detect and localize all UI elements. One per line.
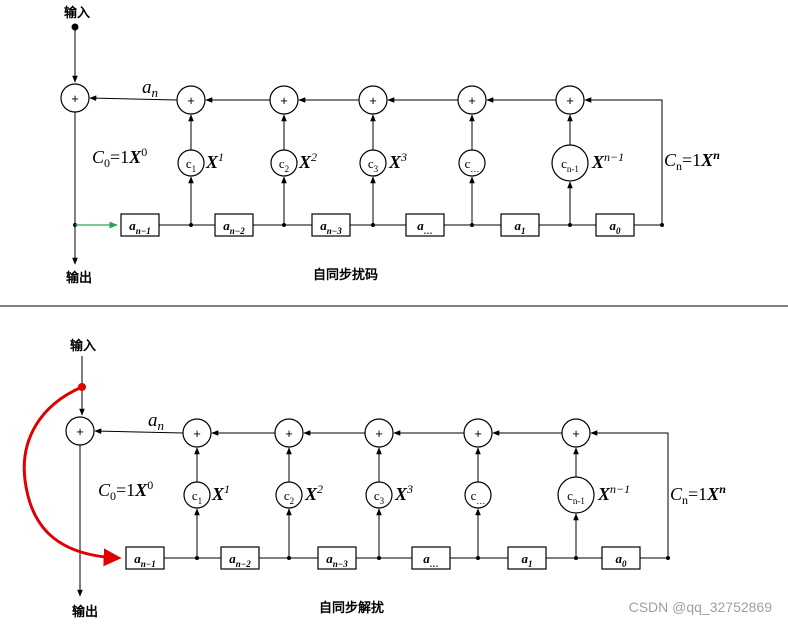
- coefficient-node: [551, 144, 589, 182]
- xor-adder-symbol: +: [187, 93, 195, 108]
- power-label: Xn−1: [591, 150, 624, 172]
- register-label: a0: [610, 218, 622, 236]
- xor-adder-symbol: +: [468, 93, 476, 108]
- register-label: a1: [515, 218, 526, 236]
- coefficient-node: [557, 476, 595, 514]
- scrambler-feedback-var: an: [142, 77, 158, 100]
- coefficient-label: c2: [279, 156, 289, 174]
- coefficient-label: c1: [186, 156, 196, 174]
- power-label: X2: [298, 150, 317, 172]
- xor-adder-symbol: +: [474, 426, 482, 441]
- descrambler-main-adder-symbol: +: [76, 424, 84, 439]
- descrambler-dynamic: + + + + + c1 c2 c3 c… cn-1 X1 X2 X3 Xn−1 an−1 an−2 an−3 a…: [94, 418, 670, 570]
- xor-adder: [274, 418, 304, 448]
- scrambler-cn-term: Cn=1Xn: [664, 148, 720, 173]
- xor-adder: [176, 85, 206, 115]
- descrambler-red-path: [22, 385, 122, 567]
- xor-adder: [457, 85, 487, 115]
- coefficient-label: c3: [368, 156, 379, 174]
- coefficient-label: c1: [192, 488, 202, 506]
- xor-adder: [561, 418, 591, 448]
- coefficient-label: c3: [374, 488, 385, 506]
- scrambler-diagram: 输入 + 输出 an C0=1X0 Cn=1Xn 自同步扰码 + + + + + c1 c2…: [60, 5, 720, 285]
- feedback-to-main-adder: [89, 95, 178, 101]
- descrambler-c0-term: C0=1X0: [98, 478, 153, 503]
- descrambler-caption: 自同步解扰: [319, 600, 384, 615]
- power-label: X1: [211, 482, 230, 504]
- cn-feedback-line: [590, 430, 669, 559]
- register-label: an−2: [223, 218, 245, 236]
- junction-dot: [660, 223, 664, 227]
- coefficient-label: c…: [465, 156, 480, 174]
- xor-adder-symbol: +: [375, 426, 383, 441]
- power-label: X3: [388, 150, 407, 172]
- scrambler-caption: 自同步扰码: [313, 267, 378, 282]
- xor-adder-symbol: +: [572, 426, 580, 441]
- register-label: an−3: [326, 551, 348, 569]
- coefficient-label: c2: [284, 488, 294, 506]
- xor-adder: [364, 418, 394, 448]
- shift-register: [595, 213, 635, 237]
- register-label: a0: [616, 551, 628, 569]
- scrambler-c0-term: C0=1X0: [92, 145, 147, 170]
- scrambler-main-adder-symbol: +: [71, 91, 79, 106]
- scrambler-input-label: 输入: [64, 5, 90, 20]
- xor-adder: [358, 85, 388, 115]
- xor-adder: [269, 85, 299, 115]
- power-label: X1: [205, 150, 224, 172]
- descrambler-output-label: 输出: [72, 604, 98, 619]
- xor-adder-symbol: +: [566, 93, 574, 108]
- register-label: a…: [417, 218, 433, 236]
- register-label: an−1: [129, 218, 150, 236]
- coefficient-label: cn-1: [561, 156, 579, 174]
- power-label: Xn−1: [597, 482, 630, 504]
- register-label: an−1: [134, 551, 155, 569]
- feedback-to-main-adder: [94, 428, 184, 434]
- xor-adder: [463, 418, 493, 448]
- xor-adder: [555, 85, 585, 115]
- xor-adder-symbol: +: [193, 426, 201, 441]
- xor-adder-symbol: +: [369, 93, 377, 108]
- shift-register: [601, 546, 641, 570]
- watermark: CSDN @qq_32752869: [629, 599, 773, 615]
- junction-dot: [666, 556, 670, 560]
- register-label: a…: [423, 551, 439, 569]
- register-label: an−3: [320, 218, 342, 236]
- scrambler-output-label: 输出: [66, 270, 92, 285]
- register-label: an−2: [229, 551, 251, 569]
- xor-adder: [182, 418, 212, 448]
- register-label: a1: [522, 551, 533, 569]
- xor-adder-symbol: +: [285, 426, 293, 441]
- descrambler-cn-term: Cn=1Xn: [670, 482, 726, 507]
- xor-adder-symbol: +: [280, 93, 288, 108]
- power-label: X2: [304, 482, 323, 504]
- power-label: X3: [394, 482, 413, 504]
- coefficient-label: c…: [471, 488, 486, 506]
- scrambler-dynamic: + + + + + c1 c2 c3 c… cn-1 X1 X2 X3 Xn−1 an−1 an−2 an−3 a…: [89, 85, 664, 237]
- coefficient-label: cn-1: [567, 488, 585, 506]
- descrambler-feedback-var: an: [148, 410, 164, 433]
- cn-feedback-line: [584, 97, 663, 226]
- descrambler-input-label: 输入: [70, 338, 96, 353]
- descrambler-diagram: 输入 + 输出 an C0=1X0 Cn=1Xn 自同步解扰 + + + + + c1 c2…: [22, 338, 726, 619]
